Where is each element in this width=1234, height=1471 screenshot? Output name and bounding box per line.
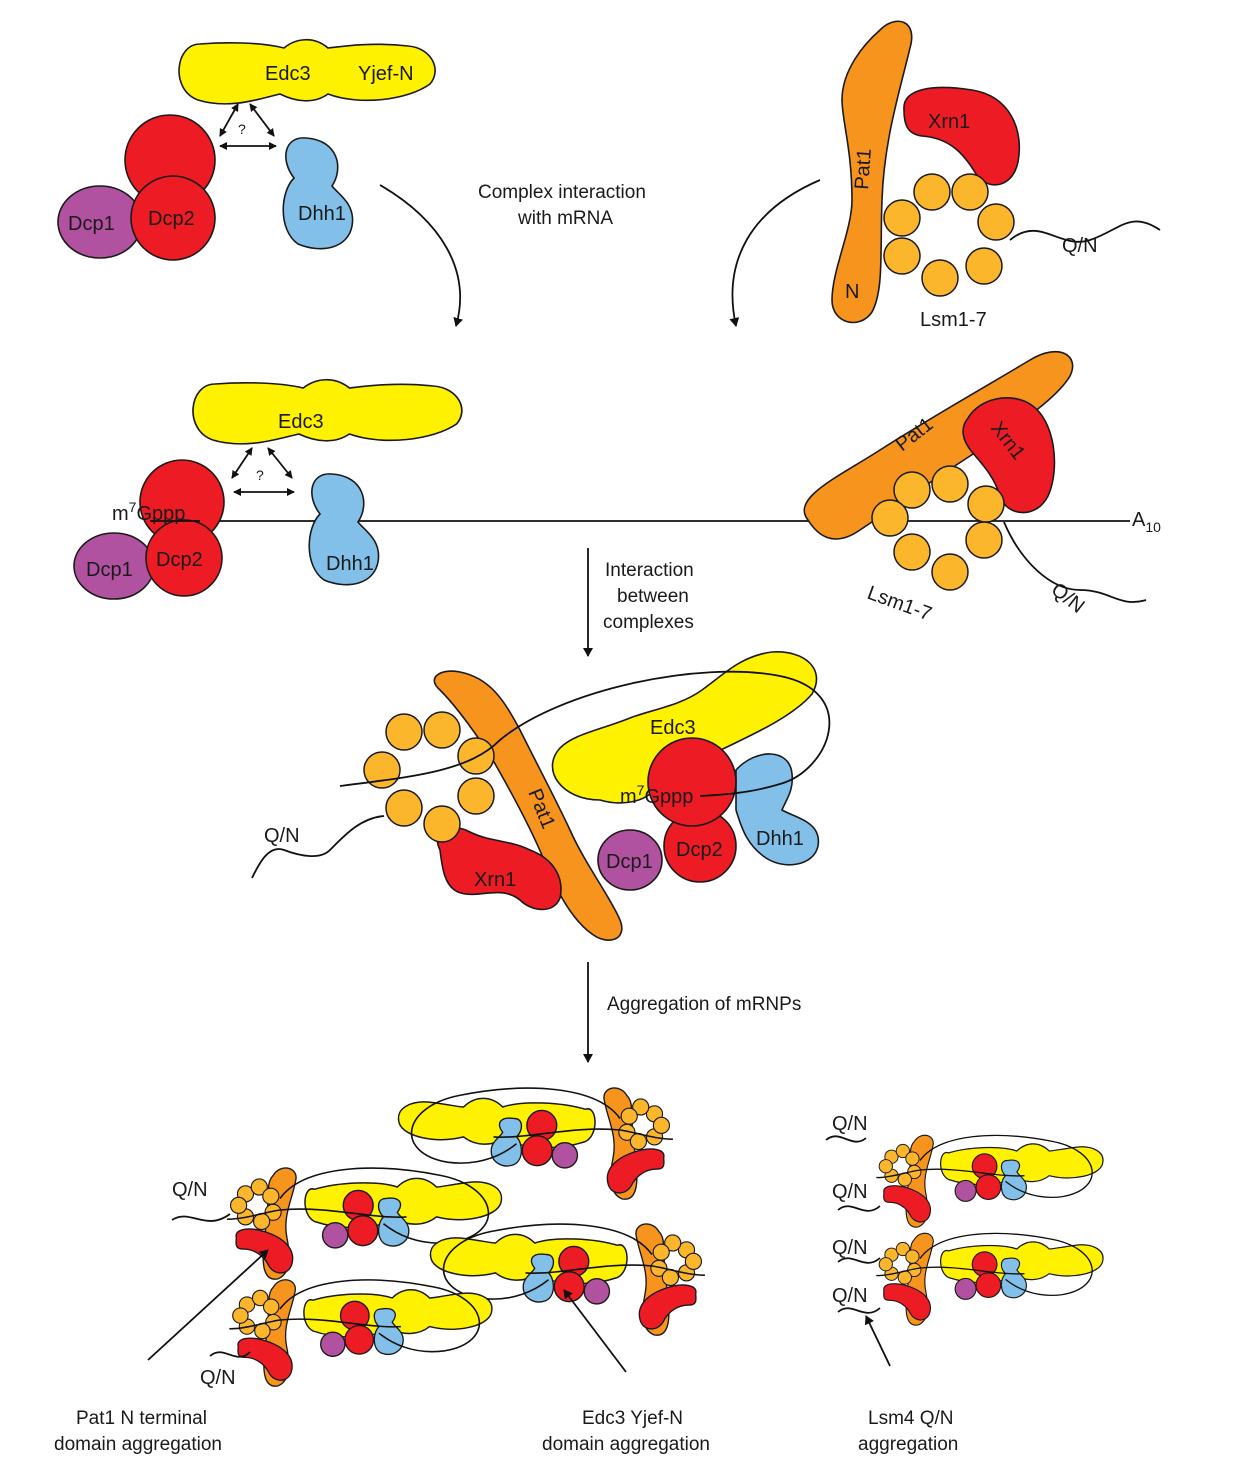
pat1-protein-top <box>831 20 913 324</box>
pointer-lsm4-aggregation <box>864 1315 891 1367</box>
dhh1-protein <box>282 137 354 250</box>
lsm-ring-top <box>883 173 1015 297</box>
dhh1-protein-low <box>735 753 820 866</box>
xrn1-label-top: Xrn1 <box>928 111 970 133</box>
step2-caption-line1: Interaction <box>605 560 694 581</box>
dcp2-protein-mid <box>145 519 223 597</box>
pat1-label-top: Pat1 <box>851 148 876 191</box>
annotation-lsm4-line2: aggregation <box>858 1434 958 1455</box>
qn-label-agg-1: Q/N <box>832 1113 868 1135</box>
dcp1-protein-low <box>597 829 663 891</box>
xrn1-protein-mid <box>962 397 1056 514</box>
cap-label-low: m7Gppp <box>620 782 693 808</box>
step2-caption-line3: complexes <box>603 612 694 633</box>
annotation-pat1-line1: Pat1 N terminal <box>76 1408 207 1429</box>
aggregate-unit-6 <box>875 1232 1104 1326</box>
qn-label-agg-2: Q/N <box>832 1181 868 1203</box>
interacting-complex: Edc3 Pat1 Xrn1 Dcp1 Dhh1 Dcp2 m7Gppp Q/N <box>251 651 831 941</box>
edc3-protein-low <box>551 651 818 804</box>
decapping-complex-top: Edc3 Yjef-N Dcp1 Dcp2 Dhh1 ? <box>57 38 436 261</box>
mrna-bound-complexes: A10 Edc3 ? Dcp1 Dcp2 m7Gppp Dhh1 Pat1 Xr… <box>73 350 1161 626</box>
lsm-ring-low <box>363 711 495 843</box>
lsm-ring-mid <box>871 465 1005 591</box>
qn-tail-low <box>251 815 385 879</box>
qn-label-agg-4: Q/N <box>832 1285 868 1307</box>
qn-label-low: Q/N <box>264 825 300 847</box>
polya-label: A10 <box>1132 509 1161 535</box>
pointer-edc3-aggregation <box>563 1289 627 1373</box>
lsm-label-top: Lsm1-7 <box>920 309 987 331</box>
cap-label-mid: m7Gppp <box>112 499 185 525</box>
xrn1-protein-low <box>436 826 562 911</box>
annotation-lsm4-line1: Lsm4 Q/N <box>868 1408 954 1429</box>
dcp1-label: Dcp1 <box>68 213 115 235</box>
step1-caption-line2: with mRNA <box>517 208 613 229</box>
annotation-edc3-line1: Edc3 Yjef-N <box>582 1408 683 1429</box>
yjefn-label: Yjef-N <box>358 63 414 85</box>
question-mark: ? <box>238 121 246 137</box>
aggregate-unit-1 <box>397 1087 674 1201</box>
dhh1-label-low: Dhh1 <box>756 828 804 850</box>
dcp2-domain-low <box>647 737 737 827</box>
step1-caption-line1: Complex interaction <box>478 182 646 203</box>
annotation-pat1-line2: domain aggregation <box>54 1434 222 1455</box>
edc3-label-low: Edc3 <box>650 717 696 739</box>
qn-label-agg-3: Q/N <box>832 1237 868 1259</box>
dcp1-label-low: Dcp1 <box>606 851 653 873</box>
lsm-label-mid: Lsm1-7 <box>864 582 934 625</box>
mrnp-aggregates: Q/N Q/N Q/N Q/N Q/N Q/N <box>171 1087 1104 1389</box>
edc3-label: Edc3 <box>265 63 311 85</box>
dcp1-label-mid: Dcp1 <box>86 559 133 581</box>
qn-tail-top <box>1009 220 1161 243</box>
xrn1-protein-top <box>903 86 1021 186</box>
annotation-edc3-line2: domain aggregation <box>542 1434 710 1455</box>
dcp2-label-low: Dcp2 <box>676 839 723 861</box>
edc3-protein-mid <box>192 378 463 445</box>
qn-label-agg-5: Q/N <box>172 1179 208 1201</box>
question-mark-mid: ? <box>256 467 264 483</box>
pat1-complex-top: Q/N Pat1 N Xrn1 Lsm1-7 <box>831 20 1161 331</box>
aggregate-unit-4 <box>228 1278 493 1387</box>
dcp2-protein <box>130 175 216 261</box>
aggregate-unit-5 <box>875 1134 1104 1228</box>
qn-label-agg-6: Q/N <box>200 1367 236 1389</box>
dcp2-label: Dcp2 <box>148 208 195 230</box>
n-terminal-label: N <box>845 281 859 303</box>
mrna-loop-low <box>339 670 831 797</box>
step3-caption: Aggregation of mRNPs <box>607 994 801 1015</box>
edc3-label-mid: Edc3 <box>278 411 324 433</box>
dhh1-label: Dhh1 <box>298 203 346 225</box>
xrn1-label-low: Xrn1 <box>474 869 516 891</box>
step2-caption-line2: between <box>617 586 689 607</box>
curved-arrow-left <box>379 184 464 327</box>
dhh1-label-mid: Dhh1 <box>326 553 374 575</box>
curved-arrow-right <box>729 179 821 327</box>
pointer-pat1-aggregation <box>147 1249 269 1361</box>
qn-label-mid: Q/N <box>1047 579 1089 618</box>
dcp2-label-mid: Dcp2 <box>156 549 203 571</box>
qn-tail-mid <box>1003 521 1147 603</box>
qn-label-top: Q/N <box>1062 235 1098 257</box>
